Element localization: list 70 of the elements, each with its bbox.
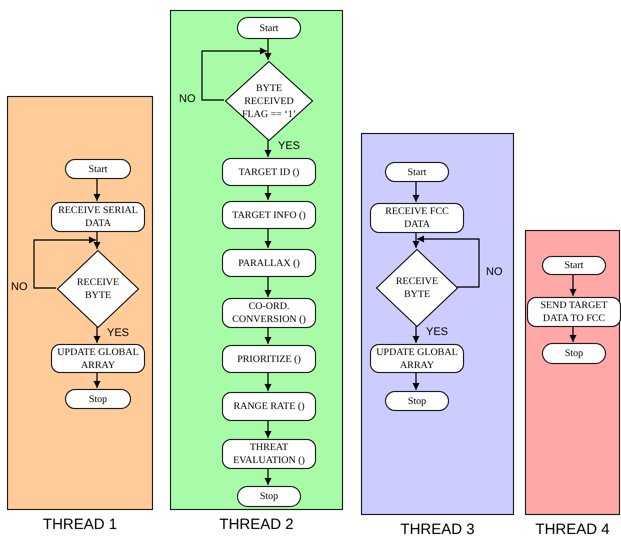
box-text: Stop <box>88 392 108 406</box>
flow-arrow <box>417 236 480 288</box>
decision-text: BYTE RECEIVED FLAG == ‘1’ <box>241 82 297 120</box>
flow-arrow <box>412 372 420 390</box>
box-text: THREAT EVALUATION () <box>232 441 306 467</box>
panel-title: THREAD 4 <box>534 522 611 537</box>
flow-arrow <box>570 274 576 296</box>
process-box <box>222 345 316 373</box>
process-box <box>527 297 621 327</box>
flow-arrow <box>412 326 420 343</box>
flow-arrow <box>94 178 100 201</box>
box-text: SEND TARGET DATA TO FCC <box>539 299 609 325</box>
box-text: Start <box>260 22 278 34</box>
box-text: UPDATE GLOBAL ARRAY <box>56 346 140 372</box>
flow-arrow <box>201 48 267 101</box>
decision-text: RECEIVE BYTE <box>76 276 120 302</box>
process-box <box>222 201 316 229</box>
flow-arrow <box>94 327 100 343</box>
flow-arrow <box>570 326 576 342</box>
process-box <box>222 439 316 469</box>
box-text: TARGET ID () <box>238 166 300 178</box>
box-text: UPDATE GLOBAL ARRAY <box>375 346 459 372</box>
decision-diamond <box>225 61 313 141</box>
panel-title: THREAD 3 <box>399 522 476 537</box>
panel-title: THREAD 2 <box>218 517 295 532</box>
edge-label: NO <box>178 94 196 105</box>
process-box <box>51 344 145 373</box>
edge-label: YES <box>425 327 450 338</box>
flow-arrow <box>33 236 96 289</box>
flow-arrow <box>94 372 100 388</box>
box-text: Stop <box>408 394 426 408</box>
decision-diamond <box>376 249 458 327</box>
flow-arrow <box>264 38 272 60</box>
flow-arrow <box>264 140 272 157</box>
process-box <box>51 202 145 232</box>
process-box <box>222 158 316 186</box>
process-box <box>222 298 316 328</box>
box-text: RECEIVE SERIAL DATA <box>57 204 139 230</box>
panel-title: THREAD 1 <box>42 517 118 532</box>
box-text: RECEIVE FCC DATA <box>384 205 450 231</box>
box-text: PRIORITIZE () <box>237 352 301 366</box>
flow-arrow <box>264 372 272 391</box>
box-text: Start <box>408 166 426 178</box>
flow-arrow <box>264 327 272 344</box>
box-text: Start <box>88 162 108 176</box>
flow-arrow <box>412 232 420 248</box>
box-text: TARGET INFO () <box>232 208 306 222</box>
flow-arrow <box>264 228 272 248</box>
box-text: PARALLAX () <box>238 256 300 270</box>
flow-arrow <box>94 231 100 249</box>
process-box <box>370 203 464 233</box>
decision-diamond <box>57 250 139 328</box>
flow-arrow <box>264 276 272 297</box>
process-box <box>222 392 316 421</box>
flow-arrow <box>264 185 272 200</box>
box-text: Stop <box>564 347 584 360</box>
process-box <box>222 249 316 277</box>
edge-label: NO <box>10 282 28 293</box>
box-text: RANGE RATE () <box>233 400 305 413</box>
box-text: Stop <box>260 490 278 503</box>
process-box <box>370 344 464 373</box>
box-text: Start <box>564 259 584 272</box>
edge-label: NO <box>485 267 504 278</box>
flow-arrow <box>264 468 272 485</box>
decision-text: RECEIVE BYTE <box>394 275 440 301</box>
flow-arrow <box>412 181 420 202</box>
flow-arrow <box>264 420 272 438</box>
box-text: CO-ORD. CONVERSION () <box>231 300 307 326</box>
edge-label: YES <box>277 141 302 152</box>
edge-label: YES <box>106 328 130 339</box>
